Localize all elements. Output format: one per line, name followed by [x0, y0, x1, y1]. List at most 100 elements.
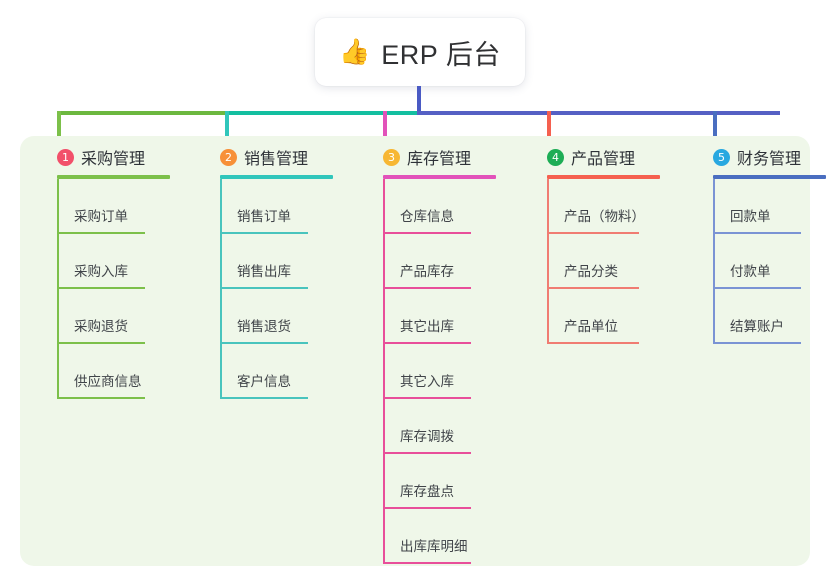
branch-item-label: 仓库信息 [400, 209, 454, 224]
branch-item[interactable]: 库存调拨 [366, 399, 516, 454]
thumbs-up-icon: 👍 [339, 37, 371, 66]
branch-item-label: 采购退货 [74, 319, 128, 334]
branch-title-label: 产品管理 [571, 151, 636, 168]
branch-item[interactable]: 结算账户 [696, 289, 839, 344]
branch-header-4[interactable]: 4 产品管理 [530, 144, 685, 170]
branch-item[interactable]: 销售退货 [203, 289, 353, 344]
branch-item-underline [220, 287, 308, 289]
branch-item[interactable]: 客户信息 [203, 344, 353, 399]
branch-item[interactable]: 其它出库 [366, 289, 516, 344]
branch-item-underline [57, 287, 145, 289]
branch-item-underline [57, 232, 145, 234]
branch-title-label: 财务管理 [737, 151, 802, 168]
branch-column-3: 3 库存管理仓库信息产品库存其它出库其它入库库存调拨库存盘点出库库明细 [366, 144, 516, 564]
root-node-label: ERP 后台 [381, 39, 501, 70]
branch-title-label: 库存管理 [407, 151, 472, 168]
branch-item-label: 结算账户 [730, 319, 784, 334]
branch-spine-line [383, 179, 385, 564]
branch-item-label: 库存盘点 [400, 484, 454, 499]
branch-item[interactable]: 出库库明细 [366, 509, 516, 564]
branch-header-3[interactable]: 3 库存管理 [366, 144, 516, 170]
connector-bar-blue [417, 111, 780, 115]
connector-bar-teal [225, 111, 417, 115]
branch-item-list: 仓库信息产品库存其它出库其它入库库存调拨库存盘点出库库明细 [366, 179, 516, 564]
branch-spine-line [713, 179, 715, 344]
branch-underline [383, 175, 496, 179]
drop-line-column-3 [383, 111, 387, 139]
branch-item[interactable]: 库存盘点 [366, 454, 516, 509]
branch-item-label: 库存调拨 [400, 429, 454, 444]
branch-index-badge: 4 [547, 148, 564, 166]
branch-item[interactable]: 产品单位 [530, 289, 685, 344]
branch-column-2: 2 销售管理销售订单销售出库销售退货客户信息 [203, 144, 353, 399]
branch-header-2[interactable]: 2 销售管理 [203, 144, 353, 170]
branch-title-label: 销售管理 [244, 151, 309, 168]
branch-item-underline [713, 287, 801, 289]
branch-column-4: 4 产品管理产品（物料） 产品分类产品单位 [530, 144, 685, 344]
branch-item-list: 销售订单销售出库销售退货客户信息 [203, 179, 353, 399]
branch-item-underline [383, 562, 471, 564]
branch-item-underline [713, 342, 801, 344]
branch-item-list: 采购订单采购入库采购退货供应商信息 [40, 179, 190, 399]
branch-item[interactable]: 付款单 [696, 234, 839, 289]
branch-item-label: 产品库存 [400, 264, 454, 279]
branch-item-label: 其它入库 [400, 374, 454, 389]
branch-underline [547, 175, 660, 179]
branch-item-underline [547, 342, 639, 344]
branch-item-label: 销售订单 [237, 209, 291, 224]
branch-item-underline [713, 232, 801, 234]
branch-item[interactable]: 仓库信息 [366, 179, 516, 234]
branch-item-list: 回款单付款单结算账户 [696, 179, 839, 344]
branches-panel [20, 136, 810, 566]
branch-header-1[interactable]: 1 采购管理 [40, 144, 190, 170]
branch-title-label: 采购管理 [81, 151, 146, 168]
branch-item[interactable]: 采购入库 [40, 234, 190, 289]
branch-index-badge: 5 [713, 148, 730, 166]
branch-item[interactable]: 产品分类 [530, 234, 685, 289]
branch-spine-line [220, 179, 222, 399]
branch-item-underline [220, 232, 308, 234]
branch-header-5[interactable]: 5 财务管理 [696, 144, 839, 170]
branch-item[interactable]: 销售订单 [203, 179, 353, 234]
branch-underline [220, 175, 333, 179]
branch-item-list: 产品（物料） 产品分类产品单位 [530, 179, 685, 344]
branch-item[interactable]: 其它入库 [366, 344, 516, 399]
branch-item-label: 客户信息 [237, 374, 291, 389]
branch-item-label: 产品单位 [564, 319, 618, 334]
branch-item[interactable]: 产品（物料） [530, 179, 685, 234]
branch-item[interactable]: 采购订单 [40, 179, 190, 234]
drop-line-column-4 [547, 111, 551, 139]
branch-index-badge: 2 [220, 148, 237, 166]
branch-item-underline [57, 397, 145, 399]
root-connector-line [417, 86, 421, 114]
branch-item-label: 其它出库 [400, 319, 454, 334]
branch-index-badge: 1 [57, 148, 74, 166]
branch-item-underline [547, 232, 639, 234]
branch-item-label: 产品分类 [564, 264, 618, 279]
branch-item[interactable]: 供应商信息 [40, 344, 190, 399]
branch-item-underline [383, 507, 471, 509]
root-node[interactable]: 👍 ERP 后台 [315, 18, 525, 86]
branch-item-underline [383, 452, 471, 454]
connector-bar-green [57, 111, 225, 115]
branch-item[interactable]: 产品库存 [366, 234, 516, 289]
branch-underline [713, 175, 826, 179]
branch-item[interactable]: 销售出库 [203, 234, 353, 289]
branch-item-label: 销售退货 [237, 319, 291, 334]
drop-line-column-5 [713, 111, 717, 139]
branch-item-label: 供应商信息 [74, 374, 142, 389]
branch-item-underline [383, 287, 471, 289]
branch-column-1: 1 采购管理采购订单采购入库采购退货供应商信息 [40, 144, 190, 399]
branch-item-label: 采购订单 [74, 209, 128, 224]
branch-item-label: 回款单 [730, 209, 771, 224]
drop-line-column-2 [225, 111, 229, 139]
branch-item-label: 采购入库 [74, 264, 128, 279]
branch-item-label: 出库库明细 [400, 539, 468, 554]
branch-underline [57, 175, 170, 179]
branch-item-underline [383, 342, 471, 344]
branch-item-underline [57, 342, 145, 344]
branch-index-badge: 3 [383, 148, 400, 166]
branch-item[interactable]: 回款单 [696, 179, 839, 234]
branch-spine-line [547, 179, 549, 344]
branch-item[interactable]: 采购退货 [40, 289, 190, 344]
